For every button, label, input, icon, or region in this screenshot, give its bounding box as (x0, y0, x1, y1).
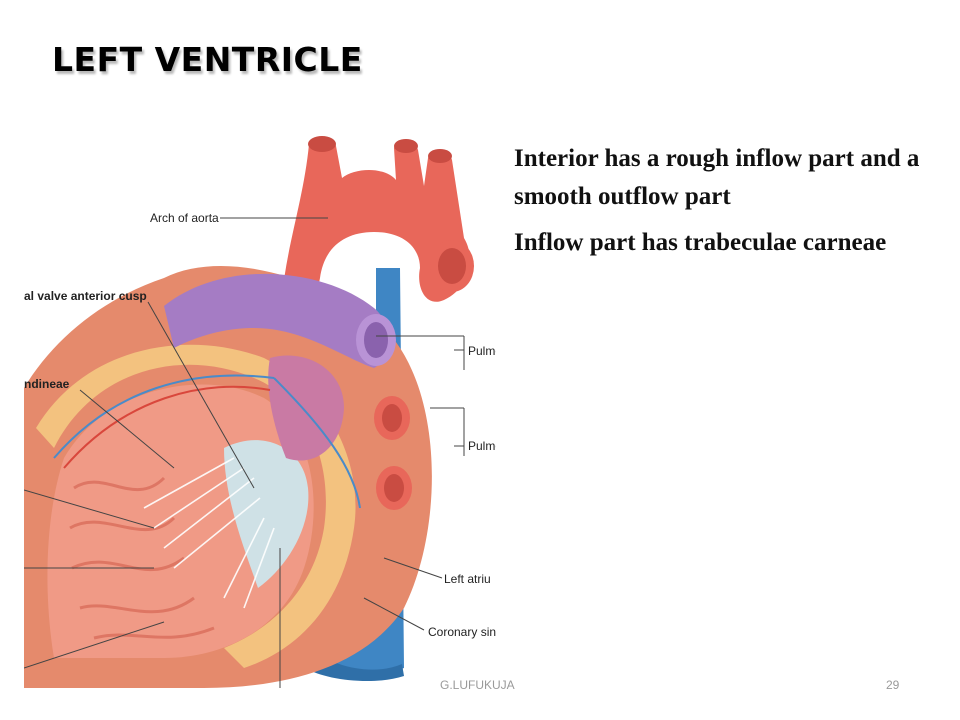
slide-title: LEFT VENTRICLE (52, 40, 363, 79)
bullet-list: Interior has a rough inflow part and a s… (514, 140, 934, 270)
aortic-arch (282, 138, 470, 328)
mitral-valve (224, 440, 309, 588)
label-mitral-cusp: al valve anterior cusp (24, 289, 147, 303)
pulmonary-trunk (164, 273, 389, 368)
heart-illustration: Arch of aorta al valve anterior cusp ndi… (24, 128, 496, 688)
page-number: 29 (886, 678, 900, 692)
label-chordae: ndineae (24, 377, 70, 391)
bullet-item: Inflow part has trabeculae carneae (514, 229, 887, 256)
footer-author: G.LUFUKUJA (440, 678, 515, 692)
label-left-atrium: Left atriu (444, 572, 491, 586)
label-pulmonary-1: Pulmo (468, 344, 496, 358)
bullet-item: Interior has a rough inflow part and a s… (514, 145, 920, 210)
label-arch-of-aorta: Arch of aorta (150, 211, 219, 225)
label-pulmonary-2: Pulmo (468, 439, 496, 453)
label-coronary-sinus: Coronary sin (428, 625, 496, 639)
